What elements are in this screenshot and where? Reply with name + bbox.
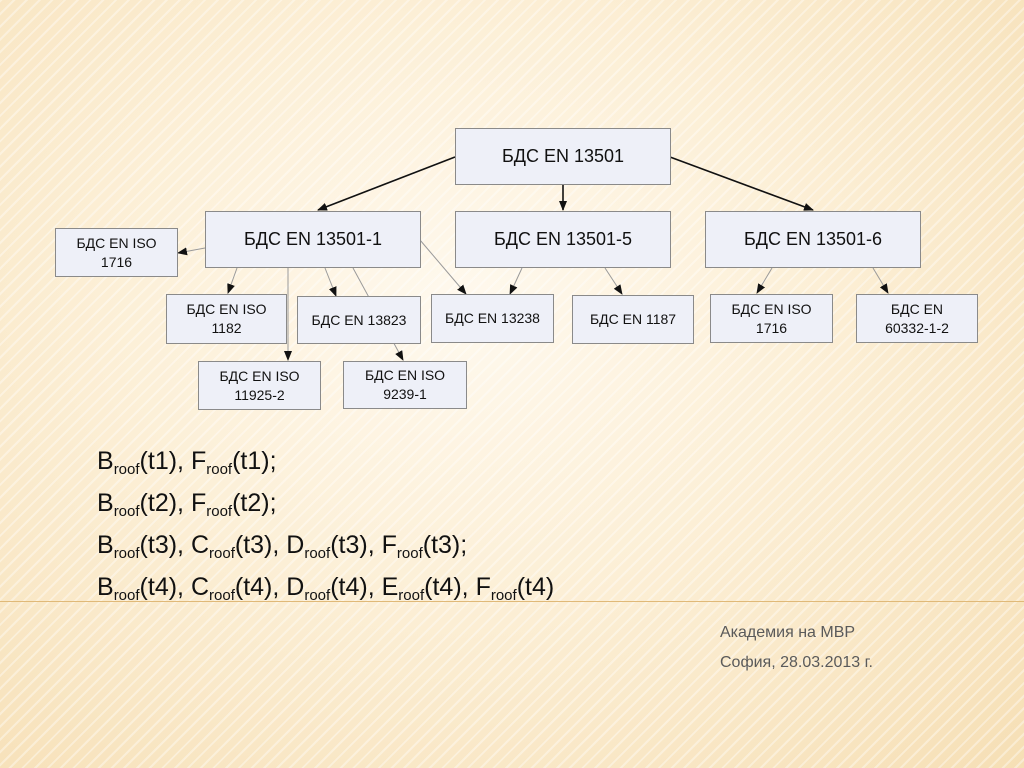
node-iso1716-left: БДС EN ISO 1716: [55, 228, 178, 277]
formula-base: C: [190, 531, 210, 559]
formula-subscript: roof: [209, 545, 235, 562]
node-iso11925-label: БДС EN ISO 11925-2: [219, 367, 300, 403]
footer: Академия на МВР София, 28.03.2013 г.: [720, 618, 873, 678]
formula-base: D: [286, 531, 305, 559]
edge-root-part1: [317, 156, 456, 211]
formula-base: F: [190, 447, 207, 475]
edge-part6-iso1716-right: [756, 267, 773, 294]
formula-line: Broof(t3), Croof(t3), Droof(t3), Froof(t…: [97, 531, 468, 562]
formula-argument: (t2): [139, 489, 178, 517]
formula-subscript: roof: [206, 503, 233, 520]
node-en13823-label: БДС EN 13823: [311, 311, 407, 328]
node-part5-label: БДС EN 13501-5: [493, 229, 633, 250]
formula-subscript: roof: [398, 587, 425, 604]
formula-base: E: [381, 573, 399, 601]
edge-part5-en13238: [509, 267, 523, 295]
node-root-label: БДС EN 13501: [501, 146, 625, 167]
formula-argument: (t4): [139, 573, 178, 601]
node-root: БДС EN 13501: [455, 128, 671, 185]
formula-term: Froof(t2): [190, 489, 270, 520]
formula-base: B: [97, 447, 114, 475]
formula-base: F: [381, 531, 397, 559]
formula-term: Droof(t3): [286, 531, 368, 562]
formula-term: Croof(t4): [190, 573, 273, 604]
formula-term: Droof(t4): [286, 573, 368, 604]
formula-subscript: roof: [304, 587, 331, 604]
formula-term: Broof(t3): [97, 531, 178, 562]
edge-part1-en13238: [419, 239, 467, 295]
formula-subscript: roof: [396, 545, 423, 562]
formula-subscript: roof: [209, 587, 235, 604]
divider-line: [0, 601, 1024, 602]
formula-argument: (t1): [139, 447, 178, 475]
formula-argument: (t2): [232, 489, 270, 517]
node-en60332: БДС EN 60332-1-2: [856, 294, 978, 343]
formula-base: F: [190, 489, 207, 517]
formula-subscript: roof: [113, 587, 140, 604]
node-iso1182: БДС EN ISO 1182: [166, 294, 287, 344]
formula-term: Froof(t1): [190, 447, 270, 478]
edge-part5-en1187: [604, 267, 623, 295]
node-en13823: БДС EN 13823: [297, 296, 421, 344]
node-part1: БДС EN 13501-1: [205, 211, 421, 268]
formula-argument: (t1): [232, 447, 270, 475]
node-en13238: БДС EN 13238: [431, 294, 554, 343]
edge-part1-en13823: [324, 267, 337, 297]
formula-base: D: [286, 573, 305, 601]
formula-argument: (t4): [516, 573, 555, 601]
formula-term: Eroof(t4): [381, 573, 462, 604]
node-en60332-label: БДС EN 60332-1-2: [885, 300, 949, 336]
formula-base: F: [475, 573, 491, 601]
formula-term: Croof(t3): [190, 531, 273, 562]
formula-base: B: [97, 573, 114, 601]
formula-subscript: roof: [490, 587, 517, 604]
node-en1187: БДС EN 1187: [572, 295, 694, 344]
formula-base: B: [97, 531, 114, 559]
formula-line: Broof(t2), Froof(t2);: [97, 489, 277, 520]
edge-root-part6: [669, 156, 814, 211]
formula-term: Broof(t1): [97, 447, 178, 478]
formula-argument: (t3): [234, 531, 273, 559]
formula-line: Broof(t4), Croof(t4), Droof(t4), Eroof(t…: [97, 573, 555, 604]
formula-list: Broof(t1), Froof(t1); Broof(t2), Froof(t2…: [97, 440, 554, 608]
formula-argument: (t4): [330, 573, 368, 601]
edge-part1-iso1182: [227, 267, 238, 294]
edge-part6-en60332: [872, 267, 889, 294]
formula-term: Froof(t4): [475, 573, 555, 604]
node-iso1716-right-label: БДС EN ISO 1716: [731, 300, 812, 336]
footer-organization: Академия на МВР: [720, 624, 856, 641]
formula-subscript: roof: [304, 545, 331, 562]
node-iso1182-label: БДС EN ISO 1182: [186, 301, 267, 336]
formula-subscript: roof: [113, 545, 140, 562]
node-part5: БДС EN 13501-5: [455, 211, 671, 268]
formula-term: Broof(t2): [97, 489, 178, 520]
node-part6-label: БДС EN 13501-6: [743, 229, 883, 250]
node-en1187-label: БДС EN 1187: [589, 311, 677, 328]
node-en13238-label: БДС EN 13238: [445, 310, 540, 327]
node-iso9239-label: БДС EN ISO 9239-1: [364, 367, 446, 402]
formula-base: B: [97, 489, 114, 517]
formula-term: Froof(t3): [381, 531, 461, 562]
edge-part1-iso1716-left: [177, 247, 206, 256]
node-part6: БДС EN 13501-6: [705, 211, 921, 268]
formula-base: C: [190, 573, 210, 601]
node-iso11925: БДС EN ISO 11925-2: [198, 361, 321, 410]
formula-argument: (t4): [424, 573, 462, 601]
formula-argument: (t3): [422, 531, 461, 559]
node-part1-label: БДС EN 13501-1: [243, 229, 383, 250]
footer-place-date: София, 28.03.2013 г.: [720, 654, 873, 671]
node-iso9239: БДС EN ISO 9239-1: [343, 361, 467, 409]
formula-subscript: roof: [113, 503, 140, 520]
node-iso1716-right: БДС EN ISO 1716: [710, 294, 833, 343]
node-iso1716-left-label: БДС EN ISO 1716: [76, 234, 157, 270]
formula-term: Broof(t4): [97, 573, 178, 604]
formula-argument: (t3): [139, 531, 178, 559]
formula-subscript: roof: [113, 461, 140, 478]
formula-line: Broof(t1), Froof(t1);: [97, 447, 277, 478]
formula-argument: (t3): [330, 531, 368, 559]
formula-subscript: roof: [206, 461, 233, 478]
formula-argument: (t4): [234, 573, 273, 601]
